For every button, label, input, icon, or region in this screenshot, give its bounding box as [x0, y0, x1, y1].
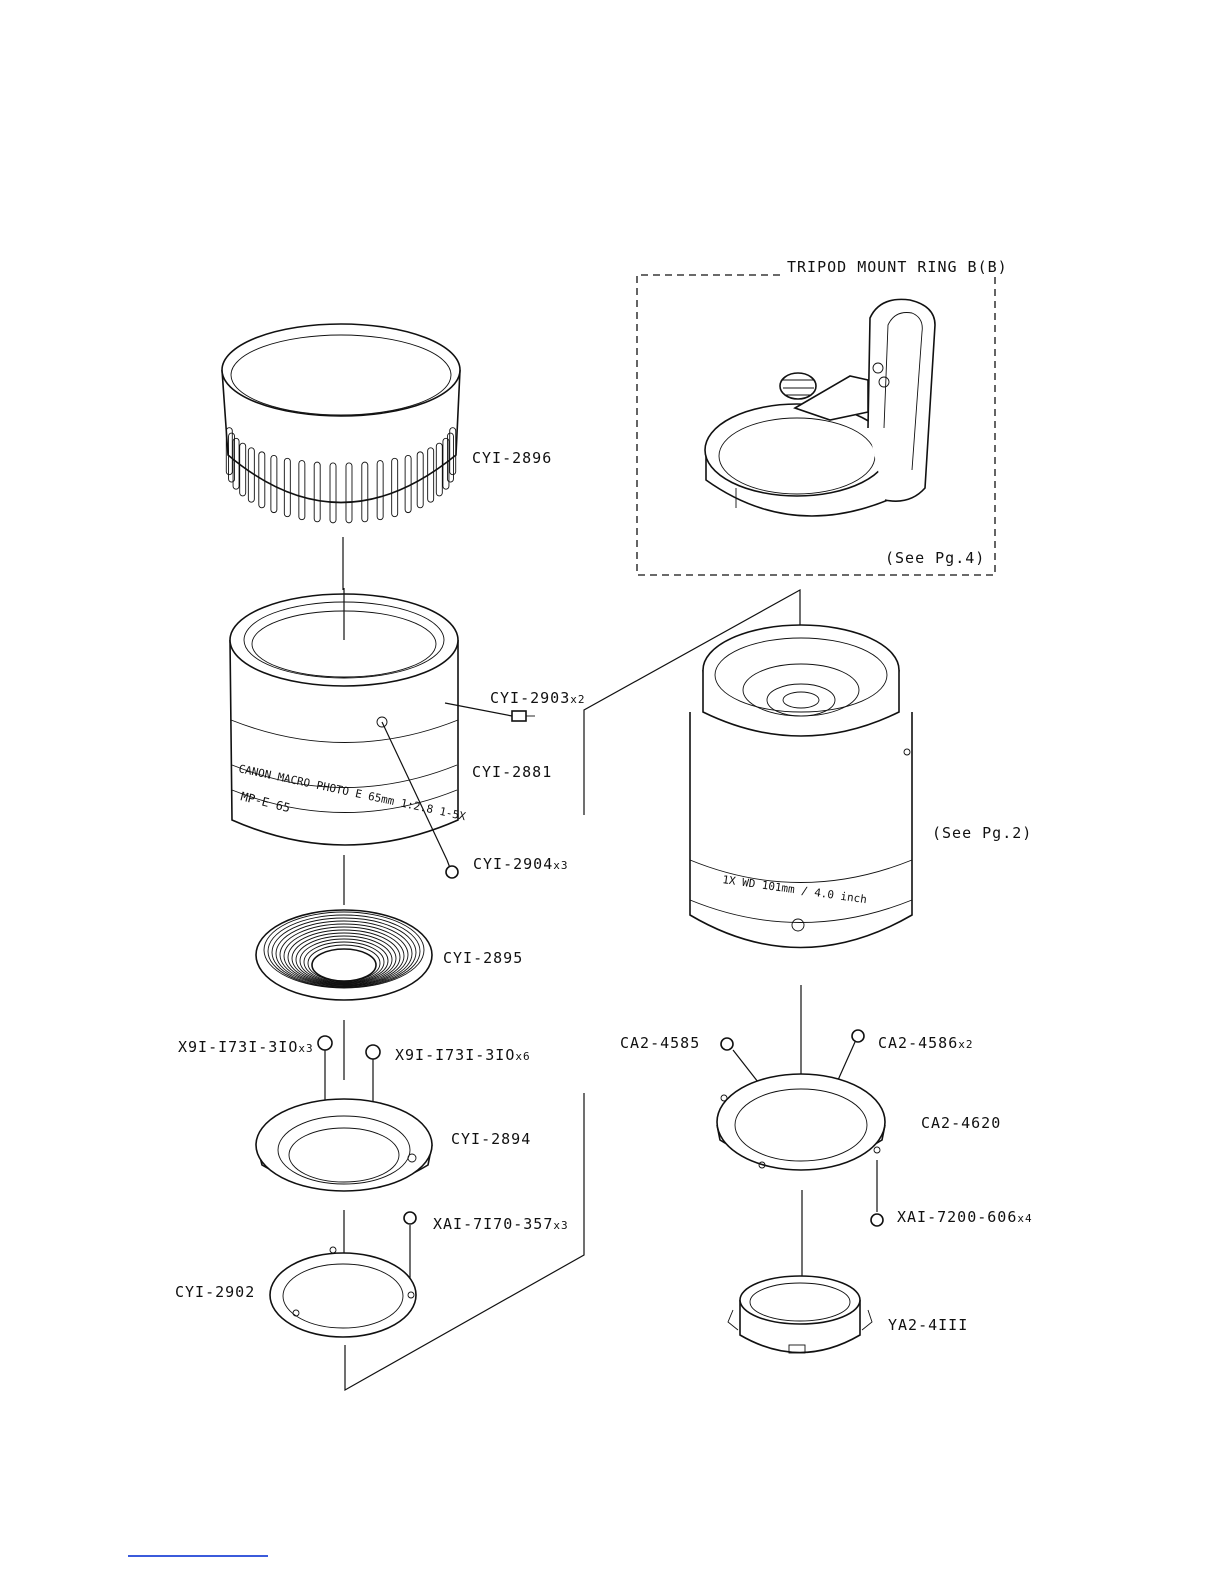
label-x91-a: X9I-I73I-3IOx3 — [178, 1038, 314, 1056]
part-ya2-4111: YA2-4III — [728, 1276, 968, 1353]
label-cy1-2896: CYI-2896 — [472, 449, 552, 467]
label-cy1-2894: CYI-2894 — [451, 1130, 531, 1148]
part-cy1-2895: CYI-2895 — [256, 910, 523, 1000]
screw-x91-a: X9I-I73I-3IOx3 — [178, 1036, 332, 1100]
part-cy1-2894: CYI-2894 — [256, 1099, 531, 1191]
screw-ca2-4585: CA2-4585 — [620, 1034, 758, 1082]
label-ya2-4111: YA2-4III — [888, 1316, 968, 1334]
label-cy1-2902: CYI-2902 — [175, 1283, 255, 1301]
screw-cy1-2903: CYI-2903x2 — [445, 689, 586, 721]
tripod-mount-ring-illustration — [705, 299, 935, 516]
label-ca2-4586: CA2-4586x2 — [878, 1034, 974, 1052]
tripod-box-title: TRIPOD MOUNT RING B(B) — [787, 258, 1008, 276]
label-cy1-2881: CYI-2881 — [472, 763, 552, 781]
screw-xa1-7200: XAI-7200-606x4 — [871, 1160, 1033, 1226]
lens-body: 1X WD 101mm / 4.0 inch (See Pg.2) — [690, 625, 1032, 948]
tripod-mount-ring-box: TRIPOD MOUNT RING B(B) (See Pg.4) — [637, 258, 1008, 575]
part-cy1-2896: CYI-2896 — [222, 324, 552, 523]
label-cy1-2895: CYI-2895 — [443, 949, 523, 967]
label-ca2-4585: CA2-4585 — [620, 1034, 700, 1052]
label-x91-b: X9I-I73I-3IOx6 — [395, 1046, 531, 1064]
label-cy1-2903: CYI-2903x2 — [490, 689, 586, 707]
label-ca2-4620: CA2-4620 — [921, 1114, 1001, 1132]
label-cy1-2904: CYI-2904x3 — [473, 855, 569, 873]
part-ca2-4620: CA2-4620 — [717, 1074, 1001, 1170]
tripod-box-page-ref: (See Pg.4) — [885, 549, 985, 567]
footer-link-underline[interactable] — [128, 1555, 268, 1557]
screw-ca2-4586: CA2-4586x2 — [838, 1030, 974, 1080]
label-xa1-7170: XAI-7I70-357x3 — [433, 1215, 569, 1233]
part-cy1-2902: CYI-2902 — [175, 1247, 416, 1337]
label-xa1-7200: XAI-7200-606x4 — [897, 1208, 1033, 1226]
part-cy1-2881: CANON MACRO PHOTO E 65mm 1:2.8 1-5X MP-E… — [230, 588, 552, 845]
lens-body-page-ref: (See Pg.2) — [932, 824, 1032, 842]
